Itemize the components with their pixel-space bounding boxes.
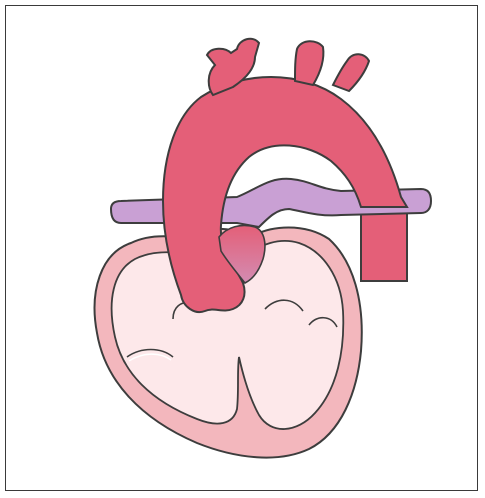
diagram-frame (5, 5, 478, 491)
heart-diagram (6, 6, 479, 492)
aortic-branch-right (333, 54, 369, 91)
aortic-branch-middle (295, 41, 323, 85)
